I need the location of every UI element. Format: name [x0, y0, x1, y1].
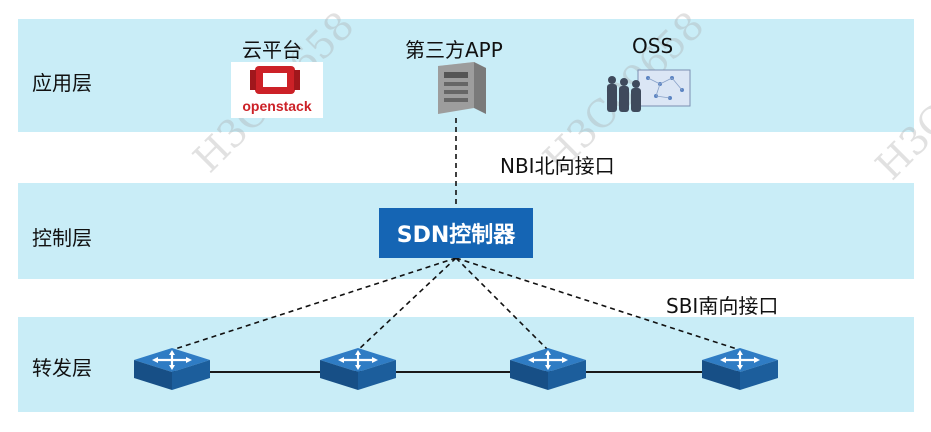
server-icon [438, 62, 486, 114]
sdn-controller-label: SDN控制器 [396, 223, 516, 248]
openstack-logo: openstack [231, 62, 323, 118]
switch-icon-3 [508, 346, 588, 392]
southbound-interface-label: SBI南向接口 [666, 294, 779, 318]
control-layer-label: 控制层 [32, 226, 92, 250]
southbound-link-3 [455, 257, 549, 351]
openstack-cube-icon [250, 66, 300, 94]
switch-icon-4 [700, 346, 780, 392]
third-party-app-title: 第三方APP [405, 38, 503, 62]
control-layer: 控制层 [18, 183, 914, 279]
application-layer-label: 应用层 [32, 71, 92, 95]
openstack-logo-text: openstack [242, 98, 312, 114]
northbound-interface-label: NBI北向接口 [500, 154, 615, 178]
oss-operators-icon [607, 69, 691, 112]
cloud-platform-title: 云平台 [242, 38, 302, 62]
oss-title: OSS [632, 34, 674, 58]
switch-icon-1 [132, 346, 212, 392]
southbound-link-1 [171, 257, 457, 351]
switch-icon-2 [318, 346, 398, 392]
southbound-link-4 [455, 257, 741, 351]
forwarding-layer-label: 转发层 [32, 356, 92, 380]
southbound-link-2 [357, 257, 457, 351]
sdn-controller: SDN控制器 [379, 208, 533, 258]
